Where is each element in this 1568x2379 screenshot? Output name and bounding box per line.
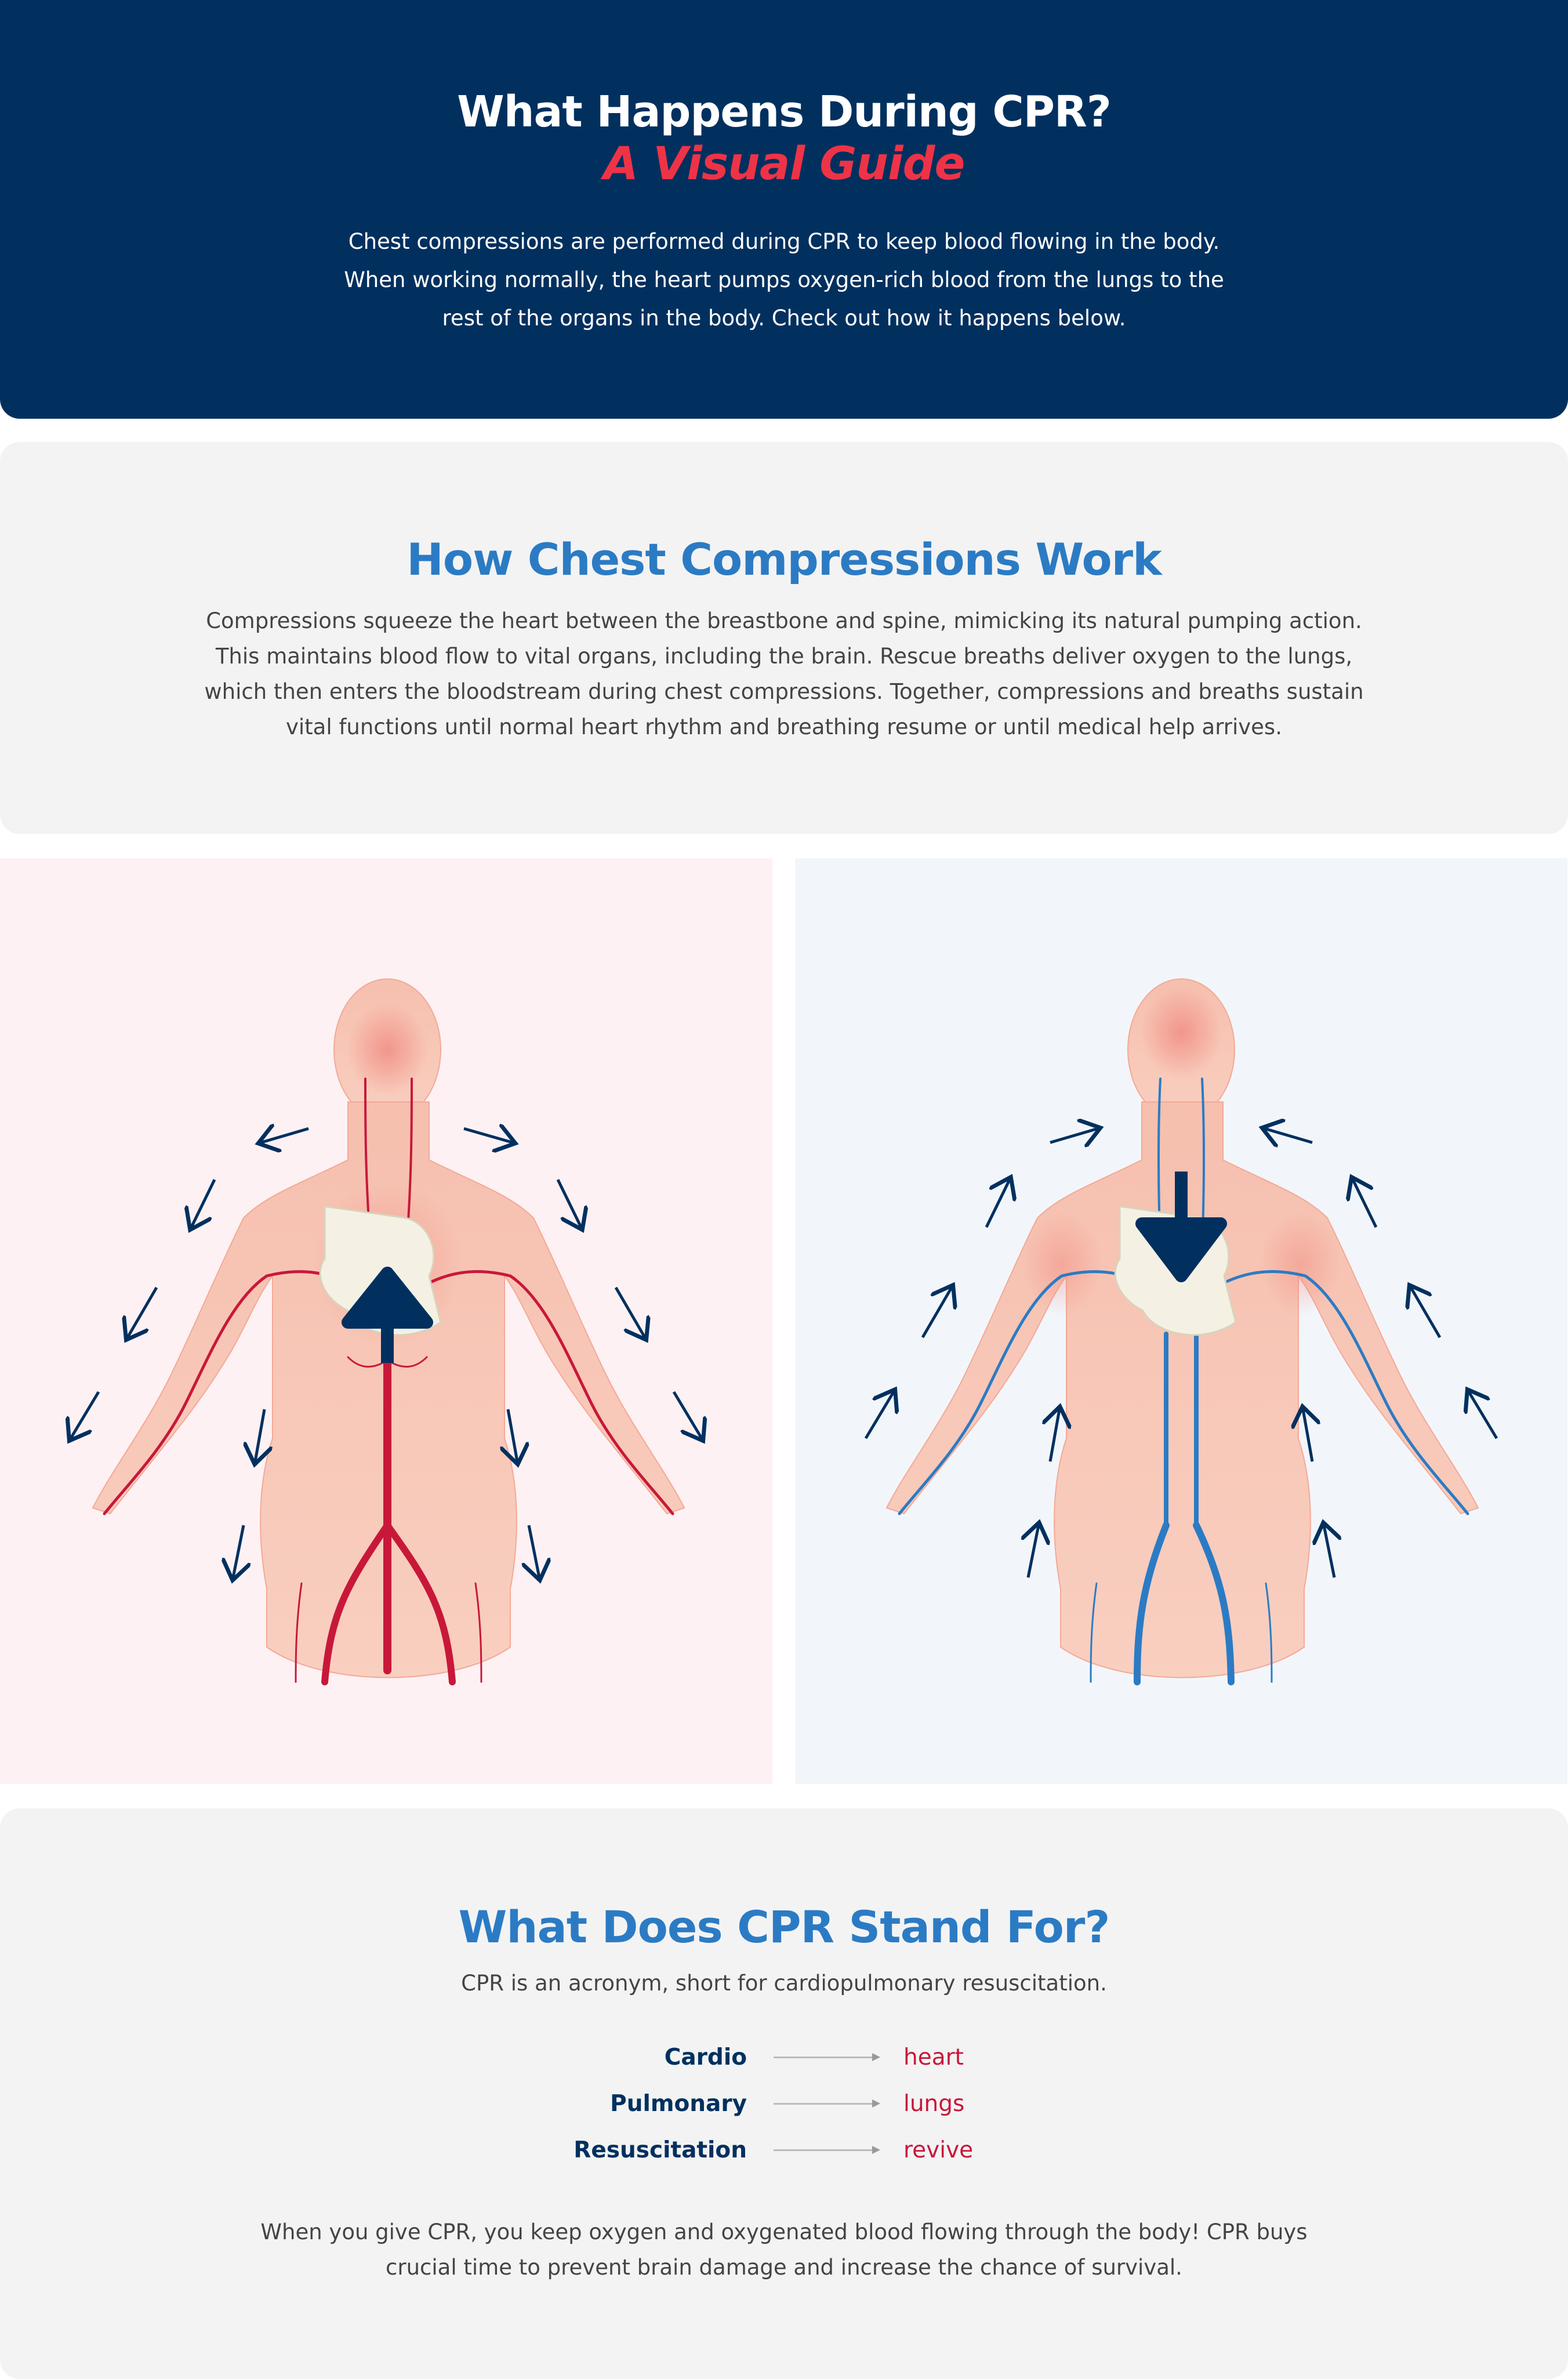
- acronym-lead: CPR is an acronym, short for cardiopulmo…: [461, 1971, 1107, 1996]
- compressions-body: Compressions squeeze the heart between t…: [204, 608, 1364, 739]
- arrow-right-icon: [774, 2099, 880, 2108]
- acronym-row: Pulmonary lungs: [0, 2081, 1568, 2127]
- compressions-section: How Chest Compressions Work Compressions…: [0, 442, 1568, 834]
- intro-text: Chest compressions are performed during …: [344, 229, 1224, 331]
- flow-arrows: [864, 1129, 1498, 1578]
- acronym-meaning: revive: [903, 2137, 974, 2163]
- page-subtitle: A Visual Guide: [603, 138, 966, 190]
- page-title: What Happens During CPR?: [457, 87, 1112, 137]
- compressions-heading: How Chest Compressions Work: [406, 534, 1162, 585]
- acronym-row: Cardio heart: [0, 2035, 1568, 2081]
- header-banner: What Happens During CPR? A Visual Guide …: [0, 0, 1568, 419]
- arrow-right-icon: [774, 2053, 880, 2061]
- compression-arrow-down-icon: [1135, 1172, 1227, 1282]
- flow-arrows: [71, 1129, 702, 1577]
- arterial-flow-figure: [0, 978, 772, 1685]
- closing-text: When you give CPR, you keep oxygen and o…: [260, 2220, 1308, 2280]
- acronym-term: Pulmonary: [610, 2091, 747, 2117]
- arterial-flow-panel: [0, 858, 772, 1784]
- compression-arrow-up-icon: [342, 1267, 433, 1363]
- venous-return-panel: [795, 858, 1567, 1784]
- acronym-term: Resuscitation: [574, 2137, 747, 2163]
- acronym-section: What Does CPR Stand For? CPR is an acron…: [0, 1808, 1568, 2379]
- acronym-meaning: lungs: [903, 2091, 965, 2117]
- acronym-term: Cardio: [664, 2044, 747, 2070]
- venous-return-figure: [864, 978, 1498, 1685]
- acronym-heading: What Does CPR Stand For?: [458, 1901, 1110, 1953]
- arrow-right-icon: [774, 2146, 880, 2154]
- acronym-row: Resuscitation revive: [0, 2127, 1568, 2174]
- acronym-meaning: heart: [903, 2044, 964, 2070]
- acronym-list: Cardio heart Pulmonary lungs Resuscitati…: [0, 2035, 1568, 2185]
